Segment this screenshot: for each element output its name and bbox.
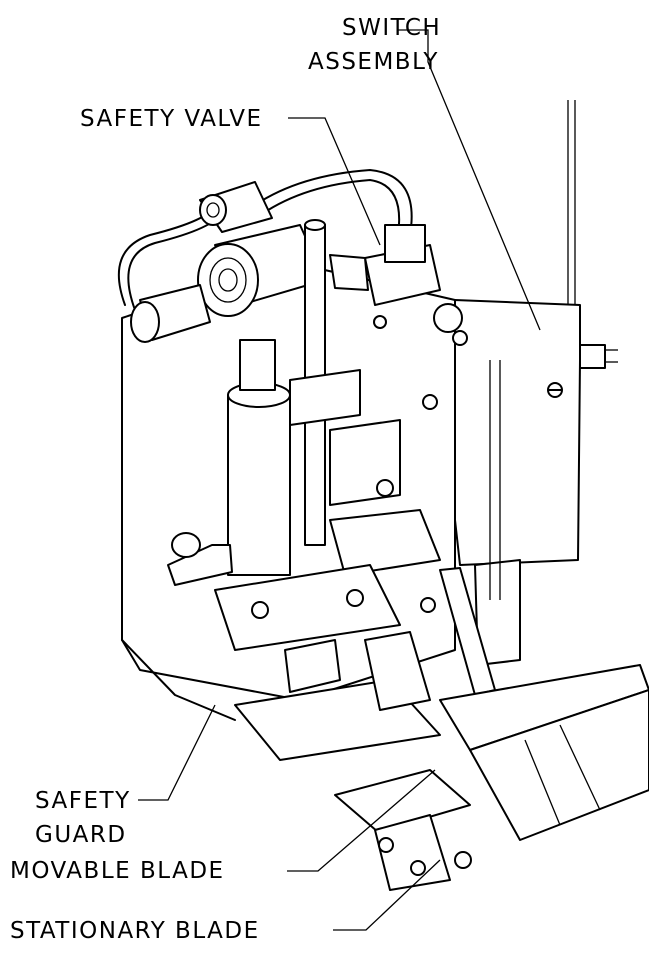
clamp-plate bbox=[214, 564, 401, 651]
switch-actuator-nut bbox=[433, 303, 463, 333]
valve-fitting-nut bbox=[384, 224, 426, 263]
blade-arm bbox=[364, 631, 431, 711]
safety-valve-core bbox=[218, 268, 238, 292]
guide-rod-top bbox=[304, 219, 326, 231]
clamp-screw-right bbox=[346, 589, 364, 607]
side-fitting bbox=[167, 544, 233, 586]
switch-knob bbox=[579, 344, 606, 369]
side-fitting-port bbox=[171, 532, 201, 558]
safety-guard-label-line1: SAFETY bbox=[35, 788, 131, 814]
safety-valve-face bbox=[197, 243, 259, 317]
stationary-blade-label: STATIONARY BLADE bbox=[10, 918, 260, 944]
movable-blade-label: MOVABLE BLADE bbox=[10, 858, 225, 884]
safety-valve-leader bbox=[288, 117, 381, 246]
air-cylinder bbox=[227, 394, 291, 576]
safety-guard-leader bbox=[138, 704, 216, 801]
switch-assembly-leader bbox=[398, 29, 541, 331]
stationary-blade-leader bbox=[333, 859, 441, 931]
upper-bracket-block bbox=[289, 369, 361, 426]
bracket-screw-2 bbox=[422, 394, 438, 410]
movable-blade-shape bbox=[334, 769, 471, 833]
switch-actuator-tip bbox=[452, 330, 468, 346]
roller-seam-2 bbox=[559, 724, 601, 811]
cylinder-fitting bbox=[239, 339, 276, 391]
stationary-blade-shape bbox=[374, 814, 451, 891]
blade-screw-1 bbox=[378, 837, 394, 853]
safety-valve-ring bbox=[209, 257, 247, 303]
switch-assembly-plate bbox=[454, 299, 581, 566]
air-tube-top-inner bbox=[261, 179, 401, 236]
blade-holder-block bbox=[284, 639, 341, 693]
feed-roller-housing bbox=[469, 689, 649, 841]
clamp-screw-side bbox=[420, 597, 436, 613]
lower-bracket-block bbox=[329, 509, 441, 576]
elbow-port-left bbox=[130, 301, 160, 343]
air-tube-top bbox=[254, 169, 413, 236]
bracket-screw-3 bbox=[373, 315, 387, 329]
bracket-screw bbox=[376, 479, 394, 497]
movable-blade-leader bbox=[287, 769, 436, 872]
clamp-screw-left bbox=[251, 601, 269, 619]
valve-connector bbox=[329, 254, 369, 291]
safety-valve-label: SAFETY VALVE bbox=[80, 106, 263, 132]
elbow-fitting-hole bbox=[206, 202, 220, 218]
switch-assembly-label-line1: SWITCH bbox=[342, 15, 442, 41]
switch-assembly-label-line2: ASSEMBLY bbox=[308, 49, 439, 75]
elbow-fitting-port bbox=[199, 194, 227, 226]
blade-screw-3 bbox=[454, 851, 472, 869]
feed-tray bbox=[439, 664, 649, 751]
guard-lower-edge bbox=[121, 639, 236, 721]
safety-guard-label-line2: GUARD bbox=[35, 822, 127, 848]
blade-screw-2 bbox=[410, 860, 426, 876]
roller-seam bbox=[524, 739, 561, 826]
